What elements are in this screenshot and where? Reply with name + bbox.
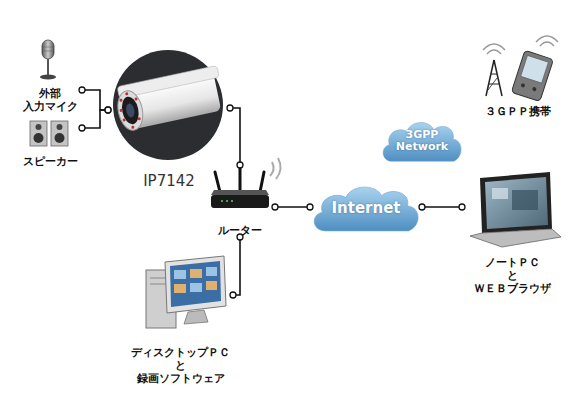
wire-end bbox=[230, 292, 236, 298]
wire-end bbox=[105, 107, 111, 113]
node-label: Internet bbox=[310, 200, 422, 217]
node-label: 3GPP Network bbox=[391, 129, 453, 153]
wire-end bbox=[105, 107, 111, 113]
network-cloud: 3GPP Network bbox=[380, 118, 464, 164]
wire-end bbox=[419, 204, 425, 210]
speaker-device: スピーカー bbox=[18, 118, 82, 168]
notebook-pc: ノートＰＣ と ＷＥＢブラウザ bbox=[462, 170, 562, 295]
node-label: IP7142 bbox=[108, 173, 230, 190]
wire-end bbox=[237, 162, 243, 168]
node-label: ３ＧＰＰ携帯 bbox=[470, 105, 565, 118]
network-wire bbox=[275, 206, 310, 208]
speaker-icon bbox=[30, 121, 68, 146]
router-device: ルーター bbox=[205, 165, 275, 237]
mobile-phone: ３ＧＰＰ携帯 bbox=[470, 32, 565, 118]
microphone-icon bbox=[40, 40, 56, 80]
phone-icon bbox=[483, 36, 558, 101]
wire-end bbox=[227, 105, 233, 111]
node-label: スピーカー bbox=[18, 155, 82, 168]
internet-cloud: Internet bbox=[310, 182, 422, 234]
notebook-icon bbox=[470, 172, 561, 247]
desktop-icon bbox=[146, 256, 226, 328]
camera-icon bbox=[113, 50, 226, 160]
node-label: ノートＰＣ と ＷＥＢブラウザ bbox=[462, 256, 562, 295]
cloud-path bbox=[383, 123, 461, 162]
wire-end bbox=[459, 204, 465, 210]
network-wire bbox=[82, 90, 108, 110]
network-wire bbox=[82, 110, 108, 128]
node-label: ルーター bbox=[205, 224, 275, 237]
wire-end bbox=[307, 204, 313, 210]
desktop-pc: ディスクトップＰＣ と 録画ソフトウェア bbox=[128, 250, 233, 385]
network-wire bbox=[230, 108, 240, 165]
wire-end bbox=[79, 87, 85, 93]
node-label: 外部 入力マイク bbox=[18, 87, 82, 113]
router-icon bbox=[211, 158, 281, 208]
node-label: ディスクトップＰＣ と 録画ソフトウェア bbox=[128, 346, 233, 385]
network-wire bbox=[233, 237, 240, 295]
network-wire bbox=[422, 206, 462, 208]
wire-end bbox=[272, 204, 278, 210]
ip-camera: IP7142 bbox=[108, 50, 230, 190]
microphone-device: 外部 入力マイク bbox=[18, 35, 82, 113]
wire-end bbox=[79, 125, 85, 131]
